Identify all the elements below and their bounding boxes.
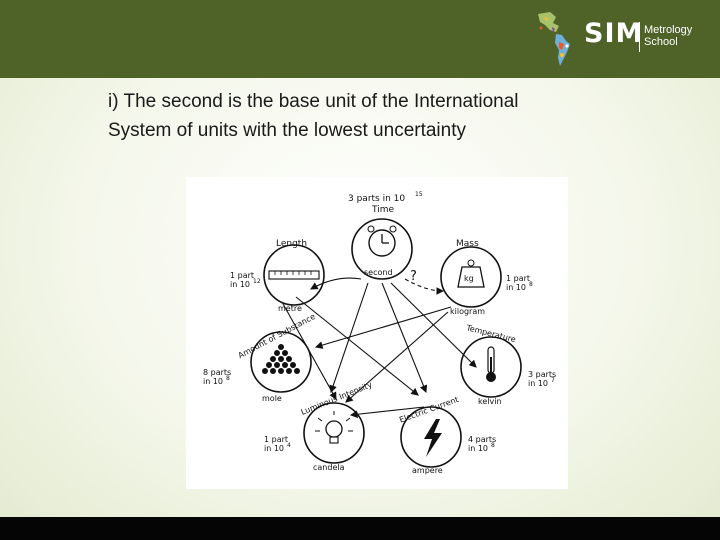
logo-sub-line1: Metrology [644, 24, 693, 36]
arrow-kilogram-to-mole [314, 306, 452, 349]
temperature-uncertainty-line2: in 10 [528, 379, 548, 388]
length-uncertainty-line2: in 10 [230, 280, 250, 289]
amount-unit: mole [262, 394, 282, 403]
mass-quantity: Mass [456, 239, 479, 249]
footer-bar [0, 517, 720, 540]
lightning-icon [424, 419, 442, 457]
question-mark: ? [410, 269, 417, 284]
amount-uncertainty-line1: 8 parts [203, 368, 231, 377]
logo-sub-line2: School [644, 36, 678, 48]
length-unit: metre [278, 304, 302, 313]
slide-text-line1: i) The second is the base unit of the In… [108, 91, 519, 112]
time-node: 3 parts in 10 15 Time second ? [348, 191, 423, 284]
luminous-uncertainty-exp: 4 [287, 442, 291, 449]
header-bar: SIM Metrology School [0, 0, 720, 78]
length-quantity: Length [276, 239, 307, 249]
current-uncertainty-line1: 4 parts [468, 435, 496, 444]
temperature-uncertainty-line1: 3 parts [528, 370, 556, 379]
clock-icon [368, 229, 396, 257]
americas-map-icon [538, 12, 570, 66]
mass-unit-symbol: kg [464, 274, 474, 283]
amount-uncertainty-line2: in 10 [203, 377, 223, 386]
length-uncertainty-line1: 1 part [230, 271, 254, 280]
amount-uncertainty-exp: 8 [226, 375, 230, 382]
current-unit: ampere [412, 466, 443, 475]
sim-logo: SIM Metrology School [532, 8, 712, 70]
temperature-node: Temperature 3 parts in 10 7 kelvin [460, 323, 556, 406]
current-quantity: Electric Current [398, 395, 460, 425]
arrow-ampere-to-candela [349, 406, 425, 419]
arrow-second-to-metre [310, 277, 362, 290]
si-units-svg: 3 parts in 10 15 Time second ? Length 1 … [203, 191, 556, 475]
light-bulb-icon [325, 420, 343, 438]
current-node: Electric Current 4 parts in 10 8 ampere [398, 395, 496, 475]
time-quantity: Time [371, 205, 394, 215]
amount-node: Amount of Substance 8 parts in 10 8 mole [203, 312, 317, 403]
slide-body-text: i) The second is the base unit of the In… [108, 87, 668, 145]
temperature-unit: kelvin [478, 397, 502, 406]
luminous-quantity: Luminous Intensity [300, 380, 374, 417]
weight-icon [457, 266, 485, 288]
logo-brand: SIM [584, 18, 644, 49]
mass-unit: kilogram [450, 307, 485, 316]
slide-text-line2: System of units with the lowest uncertai… [108, 120, 466, 141]
ruler-icon [268, 270, 320, 280]
current-uncertainty-exp: 8 [491, 442, 495, 449]
mass-uncertainty-line1: 1 part [506, 274, 530, 283]
arrow-second-to-kilogram [404, 278, 445, 295]
mass-node: kg Mass 1 part in 10 8 kilogram [440, 239, 533, 316]
time-unit: second [364, 268, 393, 277]
temperature-uncertainty-exp: 7 [551, 377, 555, 384]
arrow-metre-to-ampere [295, 296, 419, 396]
time-uncertainty: 3 parts in 10 [348, 194, 405, 204]
mass-uncertainty-line2: in 10 [506, 283, 526, 292]
luminous-uncertainty-line2: in 10 [264, 444, 284, 453]
luminous-unit: candela [313, 463, 345, 472]
luminous-uncertainty-line1: 1 part [264, 435, 288, 444]
mass-uncertainty-exp: 8 [529, 281, 533, 288]
si-units-diagram: 3 parts in 10 15 Time second ? Length 1 … [186, 177, 568, 489]
time-uncertainty-exp: 15 [415, 191, 423, 198]
arrow-second-to-ampere [381, 282, 428, 394]
molecules-icon [262, 344, 300, 374]
dependency-arrows [281, 277, 477, 419]
length-node: Length 1 part in 10 12 metre [230, 239, 325, 313]
length-uncertainty-exp: 12 [253, 278, 261, 285]
logo-divider [639, 22, 640, 52]
temperature-quantity: Temperature [464, 323, 516, 344]
current-uncertainty-line2: in 10 [468, 444, 488, 453]
logo-school: Metrology School [644, 24, 692, 48]
arrow-kilogram-to-candela [345, 311, 449, 403]
